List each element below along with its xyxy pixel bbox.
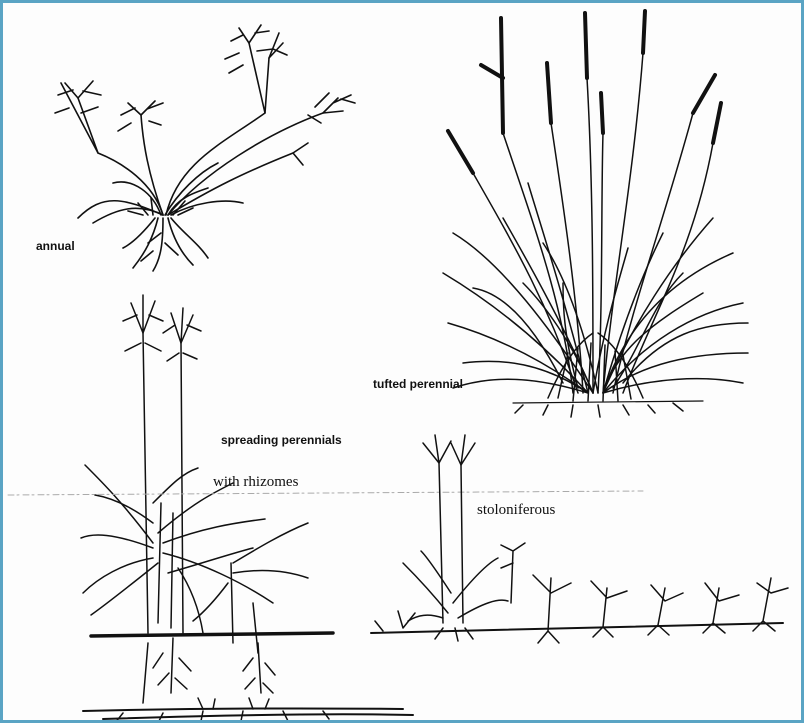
rhizomatous-perennial-illustration	[81, 295, 413, 720]
label-spreading-perennials: spreading perennials	[221, 433, 342, 447]
tufted-perennial-illustration	[443, 11, 748, 417]
label-with-rhizomes: with rhizomes	[213, 474, 298, 491]
scan-artifact-line	[8, 491, 643, 495]
grass-growth-forms-drawing	[3, 3, 801, 720]
stoloniferous-illustration	[371, 435, 788, 643]
label-tufted-perennial: tufted perennial	[373, 377, 463, 391]
label-stoloniferous: stoloniferous	[477, 502, 555, 519]
annual-plant-illustration	[55, 25, 355, 271]
label-annual: annual	[36, 239, 75, 253]
